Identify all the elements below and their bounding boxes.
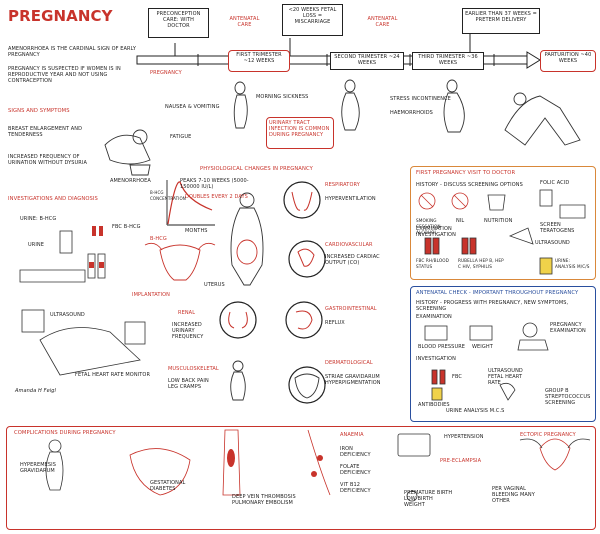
comp-gdm: Gestational diabetes <box>150 480 186 492</box>
page-title: Pregnancy <box>8 7 113 25</box>
antenatal-box <box>410 286 596 422</box>
complications-box <box>6 426 596 530</box>
symptoms-heading: Signs and symptoms <box>8 108 70 114</box>
physio-uterus: Uterus <box>204 282 225 288</box>
first-visit-fbc: FBC Rh/Blood status <box>416 258 450 269</box>
antenatal-bp: Blood pressure <box>418 344 466 350</box>
antenatal-doppler: Ultrasound fetal heart rate <box>488 368 523 386</box>
uti-note-box: Urinary tract infection is common during… <box>266 117 334 149</box>
symptom-haemorrhoids: Haemorrhoids <box>390 110 433 116</box>
signature: Amanda H Feigl <box>15 388 57 394</box>
physio-bhcg: B-hCG <box>150 236 167 242</box>
comp-b12: Vit B12 deficiency <box>340 482 371 494</box>
comp-dvt: Deep vein thrombosis pulmonary embolism <box>232 494 296 506</box>
symptom-stress-incontinence: Stress incontinence <box>390 96 451 102</box>
antenatal-preg-exam: Pregnancy examination <box>550 322 586 334</box>
invest-urine-bhcg: Urine: B-hCG <box>20 216 57 222</box>
first-visit-invest: Investigation <box>416 232 456 238</box>
first-visit-nil: Nil <box>456 218 465 224</box>
first-visit-folic: Folic acid <box>540 180 570 186</box>
antenatal-invest: Investigation <box>416 356 456 362</box>
antenatal-history: History - progress with pregnancy, new s… <box>416 300 569 312</box>
symptom-fatigue: Fatigue <box>170 134 192 140</box>
msk-text: Low back pain leg cramps <box>168 378 209 390</box>
first-visit-history: History - discuss screening options <box>416 182 523 188</box>
cardio-text: Increased cardiac output (CO) <box>325 254 380 266</box>
comp-ectopic: Ectopic pregnancy <box>520 432 576 438</box>
antenatal-antibodies: Antibodies <box>418 402 450 408</box>
complications-heading: Complications during pregnancy <box>14 430 116 436</box>
cardio-label: Cardiovascular <box>325 242 373 248</box>
first-trimester-box: First trimester ~12 weeks <box>228 50 290 72</box>
antenatal-care-right: Antenatal care <box>367 16 398 28</box>
intro-amenorrhea: Amenorrhoea is the cardinal sign of earl… <box>8 46 137 58</box>
physio-doubles: Doubles every 2 days <box>185 194 248 200</box>
antenatal-weight: Weight <box>472 344 493 350</box>
symptom-nausea: Nausea & vomiting <box>165 104 220 110</box>
antenatal-exam: Examination <box>416 314 452 320</box>
antenatal-care-left: Antenatal care <box>229 16 260 28</box>
comp-iron: Iron deficiency <box>340 446 371 458</box>
symptom-urination: Increased frequency of urination without… <box>8 154 87 166</box>
symptom-morning-sickness: Morning sickness <box>256 94 309 100</box>
first-visit-urine: Urine: Analysis M/C/S <box>555 258 590 269</box>
renal-label: Renal <box>178 310 196 316</box>
physio-months-axis: Months <box>185 228 208 234</box>
invest-fetal-monitor: Fetal heart rate monitor <box>75 372 151 378</box>
first-visit-exam: Examination <box>416 226 452 232</box>
first-visit-screen: Screen teratogens <box>540 222 575 234</box>
first-visit-box <box>410 166 596 280</box>
comp-pre-eclampsia: Pre-eclampsia <box>440 458 482 464</box>
first-visit-heading: First pregnancy visit to doctor <box>416 170 516 176</box>
comp-premature: Premature birth low birth weight <box>404 490 453 508</box>
parturition-box: Parturition ~40 weeks <box>540 50 596 72</box>
derm-text: Striae gravidarum hyperpigmentation <box>325 374 381 386</box>
pregnancy-label: Pregnancy <box>150 70 182 76</box>
antenatal-gbs: Group B streptococcus screening <box>545 388 591 406</box>
antenatal-urine: Urine analysis M.C.S <box>446 408 505 414</box>
respiratory-text: Hyperventilation <box>325 196 376 202</box>
comp-htn: Hypertension <box>444 434 484 440</box>
invest-urine: Urine <box>28 242 45 248</box>
invest-ultrasound: Ultrasound <box>50 312 85 318</box>
third-trimester-box: Third trimester ~36 weeks <box>412 52 484 70</box>
symptom-breast: Breast enlargement and tenderness <box>8 126 83 138</box>
physio-peaks: Peaks 7-10 weeks (5000-150000 IU/L) <box>180 178 249 190</box>
fetal-loss-box: <20 weeks fetal loss = miscarriage <box>282 4 343 36</box>
derm-label: Dermatological <box>325 360 373 366</box>
gi-label: Gastrointestinal <box>325 306 377 312</box>
physio-implantation: Implantation <box>132 292 170 298</box>
gi-text: Reflux <box>325 320 345 326</box>
physio-heading: Physiological changes in pregnancy <box>200 166 313 172</box>
preconception-box: Preconception care: with doctor <box>148 8 209 38</box>
comp-hyperemesis: Hyperemesis gravidarum <box>20 462 57 474</box>
renal-text: Increased urinary frequency <box>172 322 204 340</box>
respiratory-label: Respiratory <box>325 182 360 188</box>
comp-anaemia: Anaemia <box>340 432 364 438</box>
first-visit-rubella: Rubella Hep B, Hep C HIV, Syphilis <box>458 258 504 269</box>
physio-conc-axis: B-hCG concentration <box>150 190 186 201</box>
antenatal-fbc: FBC <box>452 374 463 380</box>
second-trimester-box: Second trimester ~24 weeks <box>330 52 404 70</box>
msk-label: Musculoskeletal <box>168 366 219 372</box>
symptom-amenorrhoea: Amenorrhoea <box>110 178 151 184</box>
first-visit-smoking: Smoking cessation alcohol <box>416 218 441 235</box>
intro-suspected: Pregnancy is suspected if women is in re… <box>8 66 121 84</box>
comp-folate: Folate deficiency <box>340 464 371 476</box>
investigations-heading: Investigations and diagnosis <box>8 196 98 202</box>
antenatal-heading: Antenatal check - important throughout p… <box>416 290 579 296</box>
preterm-box: Earlier than 37 weeks = preterm delivery <box>462 8 540 34</box>
invest-fbc-bhcg: FBC B-hCG <box>112 224 141 230</box>
first-visit-nutrition: Nutrition <box>484 218 513 224</box>
first-visit-ultrasound: Ultrasound <box>535 240 570 246</box>
comp-bleeding: Per vaginal bleeding many other <box>492 486 535 504</box>
